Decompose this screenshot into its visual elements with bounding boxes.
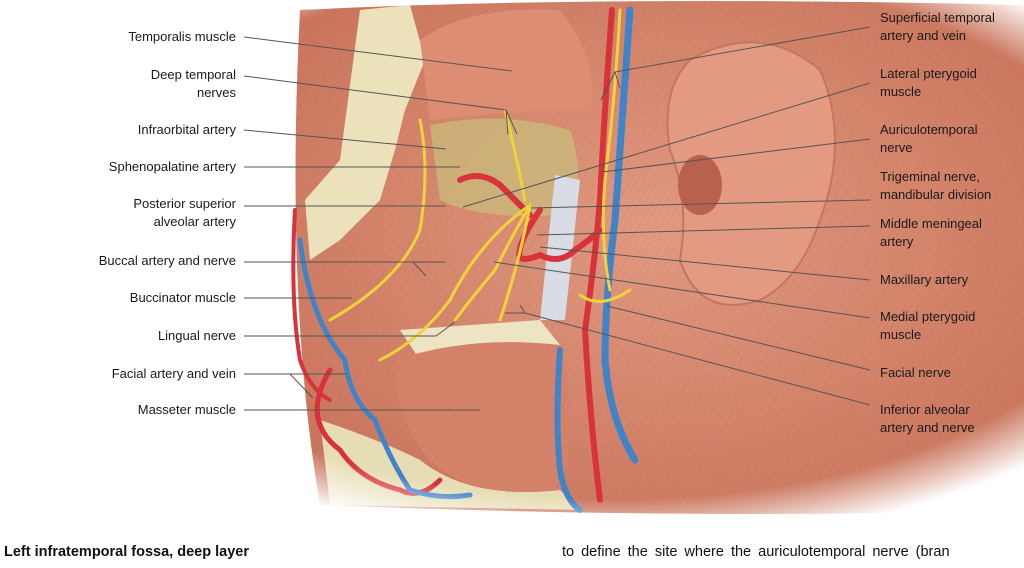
label-auriculotemporal-nerve: Auriculotemporal nerve [880, 121, 978, 157]
label-buccinator-muscle: Buccinator muscle [130, 289, 236, 307]
label-middle-meningeal-artery: Middle meningeal artery [880, 215, 982, 251]
label-temporalis-muscle: Temporalis muscle [128, 28, 236, 46]
label-inferior-alveolar-artery-nerve: Inferior alveolar artery and nerve [880, 401, 975, 437]
label-line: Infraorbital artery [137, 122, 236, 137]
label-line: alveolar artery [153, 214, 236, 229]
label-line: Buccal artery and nerve [98, 253, 236, 268]
illustration-tissue [0, 0, 1024, 520]
label-line: Middle meningeal [880, 216, 982, 231]
label-line: muscle [880, 84, 922, 99]
label-line: Medial pterygoid [880, 309, 976, 324]
label-sphenopalatine-artery: Sphenopalatine artery [109, 158, 236, 176]
label-line: Sphenopalatine artery [108, 159, 236, 174]
label-infraorbital-artery: Infraorbital artery [138, 121, 236, 139]
label-line: Trigeminal nerve, [880, 169, 980, 184]
label-line: nerve [880, 140, 913, 155]
label-line: nerves [196, 85, 236, 100]
leader-lines [243, 26, 871, 411]
label-lateral-pterygoid-muscle: Lateral pterygoid muscle [880, 65, 977, 101]
body-text: to define the site where the auriculotem… [562, 544, 950, 560]
label-line: muscle [880, 327, 922, 342]
label-line: Facial nerve [880, 365, 951, 380]
label-lingual-nerve: Lingual nerve [158, 327, 236, 345]
label-trigeminal-nerve: Trigeminal nerve, mandibular division [880, 168, 991, 204]
label-line: artery and vein [880, 28, 966, 43]
anatomical-illustration [0, 0, 1024, 520]
label-line: Buccinator muscle [129, 290, 236, 305]
label-facial-artery-vein: Facial artery and vein [112, 365, 236, 383]
label-line: Lateral pterygoid [880, 66, 977, 81]
label-line: Deep temporal [150, 67, 236, 82]
label-posterior-superior-alveolar-artery: Posterior superior alveolar artery [133, 195, 236, 231]
figure-caption: Left infratemporal fossa, deep layer [4, 544, 249, 560]
label-line: Temporalis muscle [128, 29, 236, 44]
label-line: Superficial temporal [880, 10, 995, 25]
label-line: mandibular division [880, 187, 992, 202]
label-line: Inferior alveolar [880, 402, 970, 417]
label-line: Lingual nerve [157, 328, 236, 343]
label-masseter-muscle: Masseter muscle [138, 401, 236, 419]
label-deep-temporal-nerves: Deep temporal nerves [151, 66, 236, 102]
label-line: artery and nerve [880, 420, 975, 435]
label-line: Posterior superior [133, 196, 236, 211]
label-line: Maxillary artery [880, 272, 969, 287]
label-line: Facial artery and vein [111, 366, 236, 381]
label-line: Auriculotemporal [880, 122, 978, 137]
label-line: Masseter muscle [137, 402, 236, 417]
label-buccal-artery-nerve: Buccal artery and nerve [99, 252, 236, 270]
label-medial-pterygoid-muscle: Medial pterygoid muscle [880, 308, 975, 344]
label-maxillary-artery: Maxillary artery [880, 271, 968, 289]
label-line: artery [880, 234, 914, 249]
label-facial-nerve: Facial nerve [880, 364, 951, 382]
label-superficial-temporal-artery-vein: Superficial temporal artery and vein [880, 9, 995, 45]
